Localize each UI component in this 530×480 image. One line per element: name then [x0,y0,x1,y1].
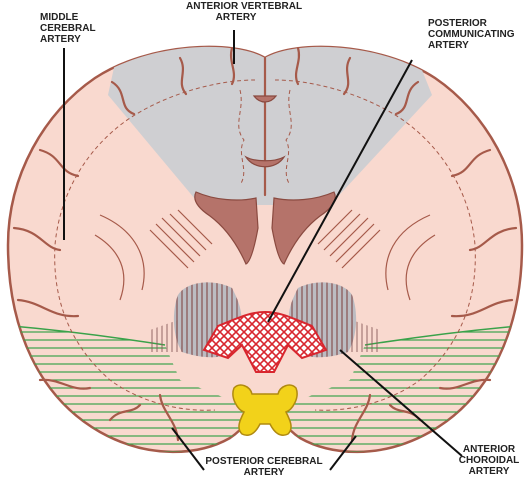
posterior-cerebral-artery-label: POSTERIOR CEREBRAL ARTERY [205,456,323,478]
leader-lines [63,30,463,471]
anterior-territory [108,46,432,205]
anterior-choroidal-leader-2 [329,435,357,471]
white-matter-border [54,79,476,411]
posterior-communicating-artery-label: POSTERIOR COMMUNICATING ARTERY [428,18,515,51]
middle-cerebral-artery-label: MIDDLE CEREBRAL ARTERY [40,12,96,45]
anterior-choroidal-artery-label: ANTERIOR CHOROIDAL ARTERY [458,444,520,477]
anterior-choroidal-leader [339,349,463,457]
third-ventricle [232,384,298,436]
posterior-communicating-territory [202,310,328,373]
posterior-communicating-leader [267,59,413,323]
internal-capsule-striations [94,209,436,301]
lateral-ventricles [194,95,336,265]
anterior-vertebral-artery-label: ANTERIOR VERTEBRAL ARTERY [186,1,303,23]
posterior-cerebral-leader [171,427,205,471]
